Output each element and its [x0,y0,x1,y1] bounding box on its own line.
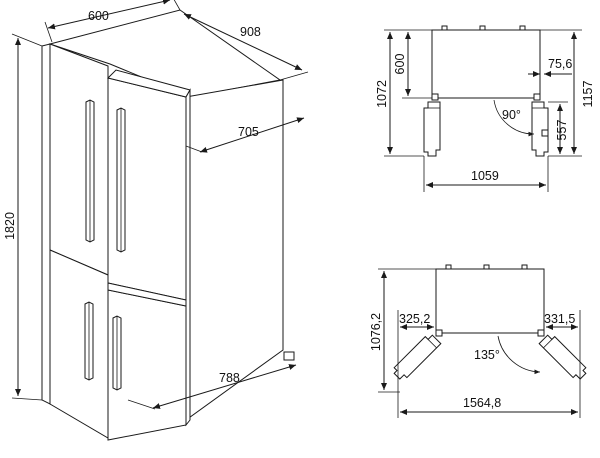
dim-90-width: 1059 [423,156,549,192]
top-view-90-deg: 90° [423,25,549,157]
dim-135-right: 331,5 [544,310,581,360]
fridge-isometric-view [41,9,295,441]
dim-135-width: 1564,8 [397,360,581,418]
dim-depth-base: 788 [127,364,297,410]
handle-left-upper [85,99,95,243]
right-door-open-135 [538,334,587,380]
cabinet-outline-90 [431,29,541,99]
dim-90-door: 557 [548,101,569,154]
left-door-open-135 [393,334,442,380]
dim-depth-open: 705 [185,117,305,153]
handle-right-lower [112,315,122,391]
dim-135-left: 325,2 [397,310,434,360]
dim-90-total: 1157 [540,29,595,157]
right-door-open-90 [531,101,549,157]
fridge-side-face [185,79,284,421]
svg-text:600: 600 [393,54,407,75]
svg-text:557: 557 [555,120,569,141]
svg-text:908: 908 [240,25,261,39]
top-view-135-deg: 135° [393,264,587,380]
handle-left-lower [84,301,94,381]
svg-text:1076,2: 1076,2 [369,313,383,351]
dim-depth-top: 600 [44,0,181,43]
svg-text:331,5: 331,5 [544,312,575,326]
svg-text:325,2: 325,2 [399,312,430,326]
svg-text:600: 600 [88,9,109,23]
dim-width-top: 908 [183,13,309,81]
dim-135-depth: 1076,2 [369,268,436,393]
left-door-upper [49,43,109,276]
dim-90-overall: 1072 [375,29,424,157]
left-door-open-90 [423,101,441,157]
svg-text:75,6: 75,6 [548,57,572,71]
svg-text:1564,8: 1564,8 [463,396,501,410]
dim-90-hinge: 75,6 [528,57,572,77]
svg-text:1072: 1072 [375,80,389,108]
dim-90-depth: 600 [393,29,432,99]
svg-text:1157: 1157 [581,81,595,108]
svg-text:1059: 1059 [471,169,499,183]
cabinet-outline-135 [435,268,545,334]
svg-text:788: 788 [219,371,240,385]
dim-height: 1820 [3,33,43,401]
svg-text:90°: 90° [502,108,521,122]
svg-text:1820: 1820 [3,212,17,240]
right-door-lower [107,289,187,441]
svg-text:705: 705 [238,125,259,139]
handle-right-upper [116,107,126,253]
right-door-upper [107,77,187,301]
left-door-lower [49,249,109,439]
svg-text:135°: 135° [474,348,500,362]
fridge-foot [283,351,295,361]
